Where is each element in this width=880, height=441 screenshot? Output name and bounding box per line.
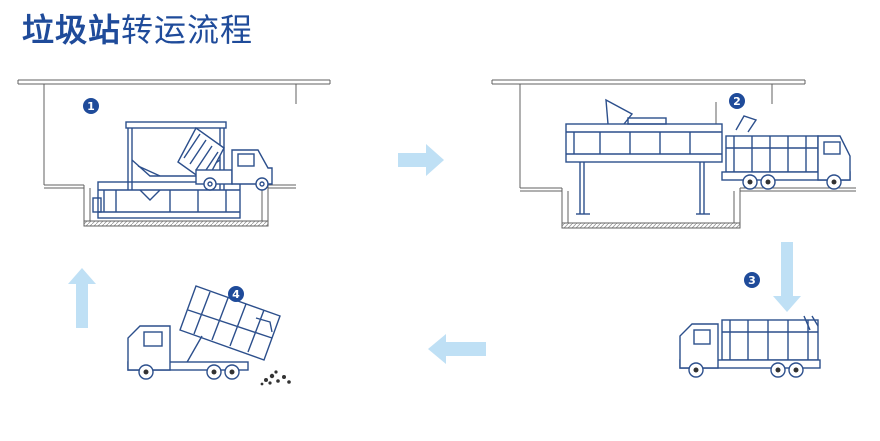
title-light-part: 转运流程 [121,11,254,49]
step-badge-2: 2 [729,93,745,109]
arrow-right [398,144,444,176]
transfer-truck-3 [679,315,821,378]
building-1 [17,79,331,189]
step-badge-4: 4 [228,286,244,302]
step-4-scene: 4 [127,285,291,386]
arrow-up [68,268,96,328]
transfer-truck-2 [721,115,851,190]
arrow-left [428,334,486,364]
step-2-scene: 2 [491,79,856,229]
step-3-scene: 3 [679,272,821,378]
tricycle-truck-1 [177,126,273,191]
step-number-4: 4 [232,288,240,301]
step-badge-3: 3 [744,272,760,288]
step-badge-1: 1 [83,98,99,114]
garbage-pile [260,370,291,386]
pit-1 [83,185,269,227]
raised-container-2 [565,98,723,163]
compactor-container-1 [92,181,241,219]
step-number-1: 1 [87,100,95,113]
arrow-down [773,242,801,312]
building-2 [491,79,856,192]
dumping-truck-4 [127,285,281,380]
pit-2 [561,188,741,229]
step-number-2: 2 [733,95,741,108]
title-bold-part: 垃圾站 [22,11,122,49]
page-title: 垃圾站转运流程 [22,8,253,52]
step-number-3: 3 [748,274,756,287]
step-1-scene: 1 [17,79,331,227]
